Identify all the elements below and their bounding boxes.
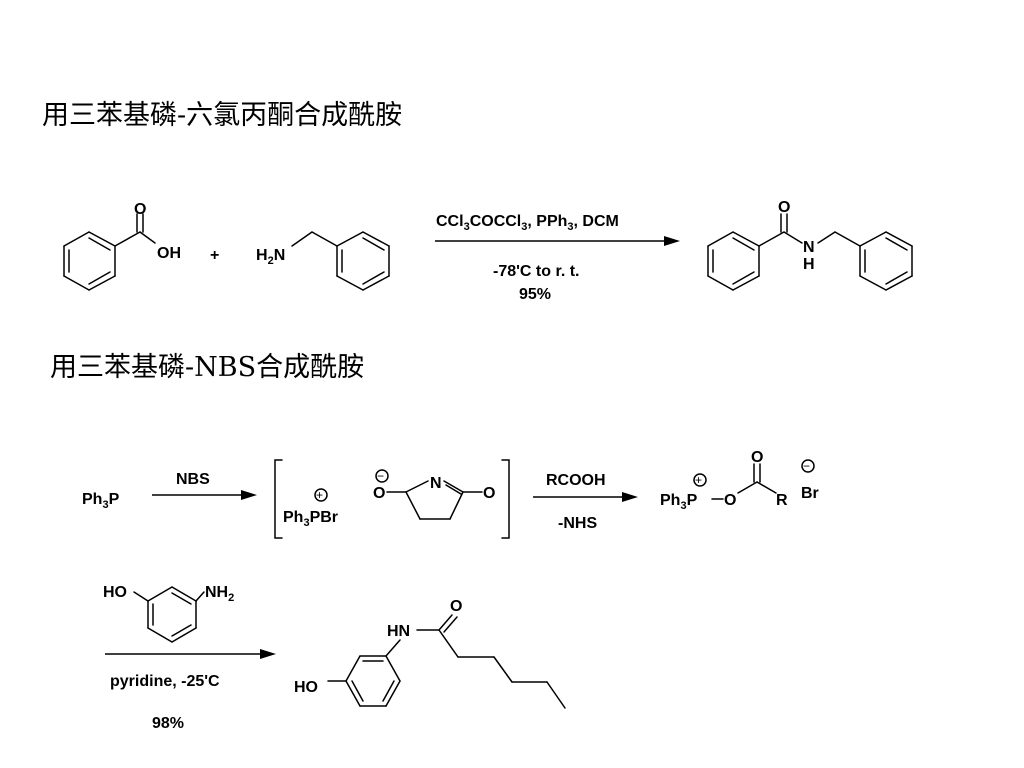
succinimide-carbonyl-oxygen: O — [483, 485, 495, 502]
n-3-hydroxyphenyl-hexanamide: HN O HO — [294, 598, 566, 709]
acyl-carbonyl-oxygen: O — [751, 449, 763, 466]
reaction-arrow-rcooh: RCOOH -NHS — [533, 472, 638, 532]
svg-text:+: + — [316, 488, 323, 502]
reaction1-conditions: -78'C to r. t. — [493, 263, 579, 280]
r-group: R — [776, 492, 788, 509]
acid-hydroxyl: OH — [157, 245, 181, 262]
ester-oxygen: O — [724, 492, 736, 509]
reaction-arrow-nbs: NBS — [152, 471, 257, 500]
svg-text:−: − — [377, 469, 384, 483]
plus-sign: + — [210, 247, 219, 264]
svg-text:−: − — [803, 459, 810, 473]
acid-carbonyl-oxygen: O — [134, 201, 146, 218]
amide-hydrogen: H — [803, 256, 815, 273]
reaction3-yield: 98% — [152, 715, 184, 732]
svg-text:+: + — [695, 473, 702, 487]
title-triphenylphosphine-hexachloroacetone: 用三苯基磷-六氯丙酮合成酰胺 — [42, 100, 403, 131]
succinimide-nitrogen: N — [430, 475, 442, 492]
positive-charge-symbol — [314, 488, 328, 502]
acyloxyphosphonium-salt: + Ph3P O O R − Br — [660, 449, 819, 512]
reagent-hexachloroacetone: CCl3COCCl3, PPh3, DCM — [436, 213, 619, 233]
amide-nitrogen: N — [803, 239, 815, 256]
negative-charge-symbol — [375, 469, 389, 483]
reaction-arrow-3: pyridine, -25'C 98% — [105, 649, 276, 732]
aminophenol-hydroxyl: HO — [103, 584, 127, 601]
positive-charge-symbol-2 — [693, 473, 707, 487]
benzylamine: H2N — [256, 231, 390, 291]
reaction-arrow-1: CCl3COCCl3, PPh3, DCM -78'C to r. t. 95% — [435, 213, 680, 303]
phenol-hydroxyl: HO — [294, 679, 318, 696]
reagent-rcooh: RCOOH — [546, 472, 606, 489]
aminophenol-amine: NH2 — [205, 584, 234, 604]
reagent-nbs: NBS — [176, 471, 210, 488]
triphenylphosphine-label: Ph3P — [82, 491, 120, 511]
n-benzylbenzamide: O N H — [707, 199, 913, 291]
acyloxyphosphonium-label: Ph3P — [660, 492, 698, 512]
amine-label: H2N — [256, 247, 285, 267]
bromide-counterion: Br — [801, 485, 819, 502]
bromophosphonium-label: Ph3PBr — [283, 509, 338, 529]
amide-oxygen: O — [450, 598, 462, 615]
amide-nh: HN — [387, 623, 410, 640]
3-aminophenol: HO NH2 — [103, 584, 234, 643]
negative-charge-symbol-2 — [801, 459, 815, 473]
reaction3-conditions: pyridine, -25'C — [110, 673, 220, 690]
byproduct-nhs: -NHS — [558, 515, 597, 532]
benzoic-acid: O OH — [63, 201, 181, 291]
reaction1-yield: 95% — [519, 286, 551, 303]
title-triphenylphosphine-nbs: 用三苯基磷-NBS合成酰胺 — [50, 352, 365, 383]
product-carbonyl-oxygen: O — [778, 199, 790, 216]
phosphonium-intermediate-bracket: + Ph3PBr − O N O — [274, 459, 510, 539]
succinimide-anion-oxygen: O — [373, 485, 385, 502]
